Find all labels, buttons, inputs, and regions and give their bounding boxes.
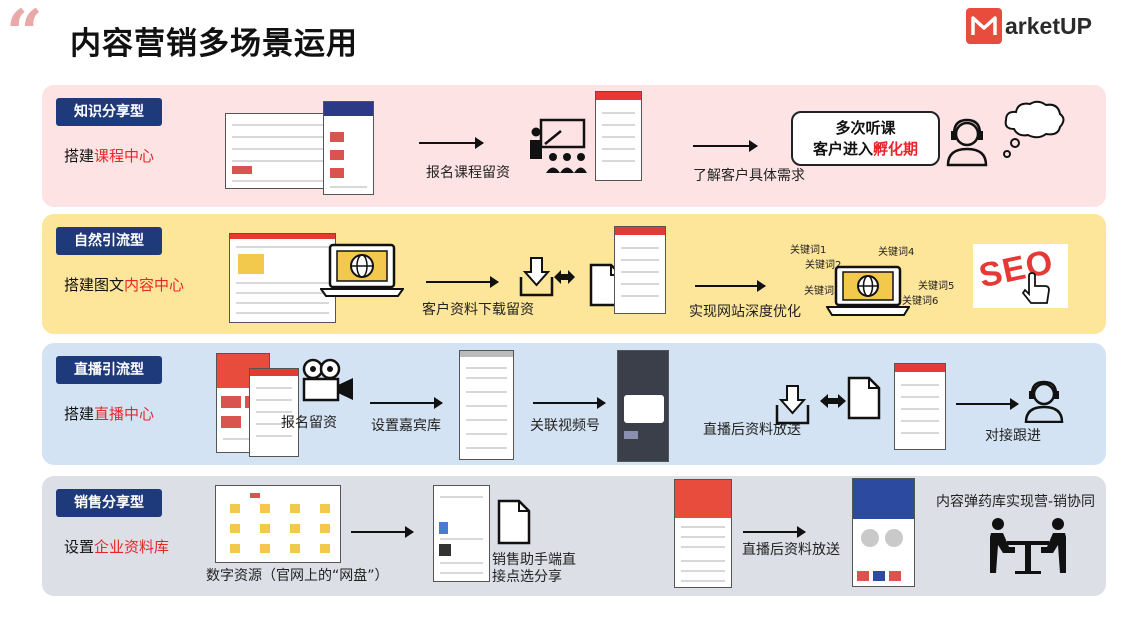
flow-arrow (426, 276, 499, 288)
row-subtitle: 设置企业资料库 (64, 538, 170, 556)
flow-label: 直播后资料放送 (742, 542, 840, 558)
video-channel-screenshot (617, 350, 669, 462)
keyword-label: 关键词4 (878, 247, 915, 258)
keyword-label: 关键词5 (918, 281, 955, 292)
row-subtitle: 搭建图文内容中心 (64, 276, 185, 294)
flow-label: 了解客户具体需求 (693, 168, 805, 184)
incubation-callout: 多次听课 客户进入孵化期 (791, 111, 940, 166)
flow-arrow (695, 280, 766, 292)
sales-share-card-screenshot (674, 479, 732, 588)
flow-arrow (370, 397, 443, 409)
guest-list-screenshot (459, 350, 514, 460)
keyword-label: 关键词2 (805, 260, 842, 271)
sales-assistant-screenshot (433, 485, 490, 582)
logo-mark-icon (966, 8, 1002, 44)
laptop-globe-icon (320, 243, 404, 297)
keyword-label: 关键词6 (902, 296, 939, 307)
signup-form-screenshot (595, 91, 642, 181)
flow-label: 实现网站深度优化 (689, 304, 801, 320)
row-subtitle: 搭建直播中心 (64, 405, 155, 423)
material-form-screenshot (894, 363, 946, 450)
flow-label: 报名留资 (281, 415, 337, 431)
keyword-label: 关键词1 (790, 245, 827, 256)
flow-arrow (533, 397, 606, 409)
logo-text: arketUP (1005, 12, 1092, 39)
customer-headset-icon (946, 118, 988, 167)
laptop-globe-icon (826, 265, 910, 316)
document-icon (847, 376, 881, 420)
flow-label: 报名课程留资 (426, 165, 510, 181)
flow-label: 设置嘉宾库 (371, 418, 441, 434)
content-center-screenshot (229, 233, 336, 323)
flow-label: 接点选分享 (492, 569, 562, 585)
download-icon (775, 385, 846, 425)
row-live-traffic: 直播引流型 搭建直播中心 (42, 343, 1106, 465)
thought-cloud-icon (1003, 100, 1065, 158)
teacher-classroom-icon (530, 118, 587, 173)
row-badge: 销售分享型 (56, 489, 162, 517)
page-title: 内容营销多场景运用 (70, 26, 358, 62)
quote-mark-icon: “ (6, 0, 43, 71)
flow-arrow (351, 526, 414, 538)
flow-arrow (693, 140, 758, 152)
course-mobile-screenshot (323, 101, 374, 195)
flow-arrow (743, 526, 806, 538)
flow-arrow (956, 398, 1019, 410)
video-camera-icon (302, 358, 353, 402)
download-icon (519, 257, 575, 297)
callout-line-2: 客户进入孵化期 (812, 140, 919, 158)
row-badge: 直播引流型 (56, 356, 162, 384)
download-form-screenshot (614, 226, 666, 314)
document-icon (497, 499, 531, 545)
flow-label: 内容弹药库实现营-销协同 (936, 494, 1096, 510)
callout-line-1: 多次听课 (835, 119, 896, 137)
flow-label: 对接跟进 (985, 428, 1041, 444)
customer-headset-icon (1024, 380, 1064, 423)
row-badge: 知识分享型 (56, 98, 162, 126)
flow-label: 客户资料下载留资 (422, 302, 534, 318)
flow-label: 销售助手端直 (492, 552, 576, 568)
flow-label: 数字资源（官网上的“网盘”） (206, 568, 389, 584)
flow-label: 关联视频号 (530, 418, 600, 434)
row-natural-traffic: 自然引流型 搭建图文内容中心 (42, 214, 1106, 334)
course-center-screenshot (225, 113, 340, 189)
live-signup-screenshot (249, 368, 299, 457)
resource-library-screenshot (215, 485, 341, 563)
row-subtitle: 搭建课程中心 (64, 147, 155, 165)
flow-label: 直播后资料放送 (703, 422, 801, 438)
meeting-table-icon (990, 518, 1066, 574)
seo-icon: SEO (973, 243, 1068, 308)
material-poster-screenshot (852, 478, 915, 587)
marketup-logo: arketUP (966, 8, 1092, 44)
row-badge: 自然引流型 (56, 227, 162, 255)
flow-arrow (419, 137, 484, 149)
keyword-label: 关键词3 (804, 286, 841, 297)
